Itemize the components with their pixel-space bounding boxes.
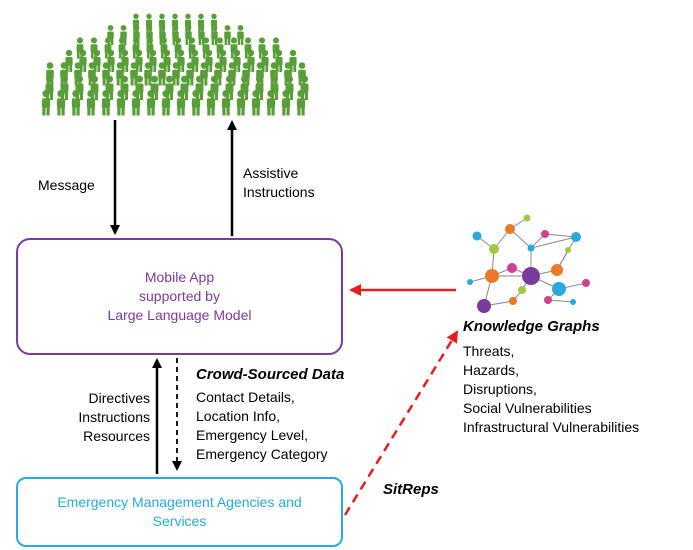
person-icon [233, 49, 241, 72]
crowd-data-item: Contact Details, [196, 389, 295, 405]
crowd-data-item: Emergency Level, [196, 427, 309, 443]
person-icon [144, 62, 152, 86]
person-icon [163, 49, 171, 72]
person-icon [275, 49, 283, 72]
person-icon [116, 89, 126, 116]
person-icon [289, 49, 297, 72]
directives-line: Instructions [78, 409, 150, 425]
agencies-box: Emergency Management Agencies and Servic… [16, 477, 343, 547]
mobile-app-line: Mobile App [144, 269, 215, 285]
knowledge-graphs-list: Threats, Hazards, Disruptions, Social Vu… [463, 342, 639, 437]
crowd-people-icon [41, 13, 309, 116]
person-icon [221, 89, 231, 116]
mobile-app-line: supported by [139, 288, 220, 304]
knowledge-item: Threats, [463, 343, 515, 359]
person-icon [86, 89, 96, 116]
knowledge-graph-icon [467, 214, 590, 313]
person-icon [266, 89, 276, 116]
person-icon [71, 89, 81, 116]
assistive-label: Assistive Instructions [243, 164, 315, 202]
knowledge-item: Social Vulnerabilities [463, 400, 592, 416]
person-icon [247, 49, 255, 72]
person-icon [281, 89, 291, 116]
person-icon [237, 25, 244, 45]
person-icon [296, 89, 306, 116]
knowledge-item: Infrastructural Vulnerabilities [463, 419, 640, 435]
crowd-data-list: Contact Details, Location Info, Emergenc… [196, 388, 328, 464]
person-icon [224, 25, 231, 45]
person-icon [41, 89, 51, 116]
person-icon [251, 89, 261, 116]
person-icon [191, 49, 199, 72]
assistive-label-line: Instructions [243, 184, 315, 200]
mobile-app-box: Mobile App supported by Large Language M… [16, 238, 343, 355]
person-icon [79, 49, 87, 72]
directives-line: Resources [83, 428, 150, 444]
person-icon [161, 89, 171, 116]
person-icon [186, 62, 194, 86]
person-icon [131, 89, 141, 116]
person-icon [177, 49, 185, 72]
person-icon [93, 49, 101, 72]
person-icon [146, 89, 156, 116]
directives-label: Directives Instructions Resources [50, 389, 150, 446]
mobile-app-line: Large Language Model [107, 307, 252, 323]
agencies-line: Emergency Management Agencies and [57, 494, 302, 510]
person-icon [135, 49, 143, 72]
crowd-data-item: Location Info, [196, 408, 281, 424]
person-icon [56, 89, 66, 116]
message-label: Message [38, 177, 95, 193]
crowd-data-item: Emergency Category [196, 446, 328, 462]
person-icon [191, 89, 201, 116]
person-icon [261, 49, 269, 72]
assistive-label-line: Assistive [243, 165, 299, 181]
person-icon [176, 89, 186, 116]
knowledge-item: Hazards, [463, 362, 520, 378]
person-icon [149, 49, 157, 72]
person-icon [206, 89, 216, 116]
crowd-data-title: Crowd-Sourced Data [196, 366, 345, 383]
knowledge-item: Disruptions, [463, 381, 537, 397]
directives-line: Directives [88, 390, 150, 406]
person-icon [101, 89, 111, 116]
person-icon [211, 25, 218, 45]
person-icon [236, 89, 246, 116]
sitreps-label: SitReps [383, 481, 439, 498]
person-icon [107, 49, 115, 72]
person-icon [121, 49, 129, 72]
agencies-line: Services [152, 513, 207, 529]
person-icon [172, 62, 180, 86]
person-icon [130, 62, 138, 86]
person-icon [65, 49, 73, 72]
person-icon [205, 49, 213, 72]
sitreps-arrow [343, 330, 459, 516]
person-icon [219, 49, 227, 72]
person-icon [158, 62, 166, 86]
knowledge-graphs-title: Knowledge Graphs [463, 318, 600, 335]
